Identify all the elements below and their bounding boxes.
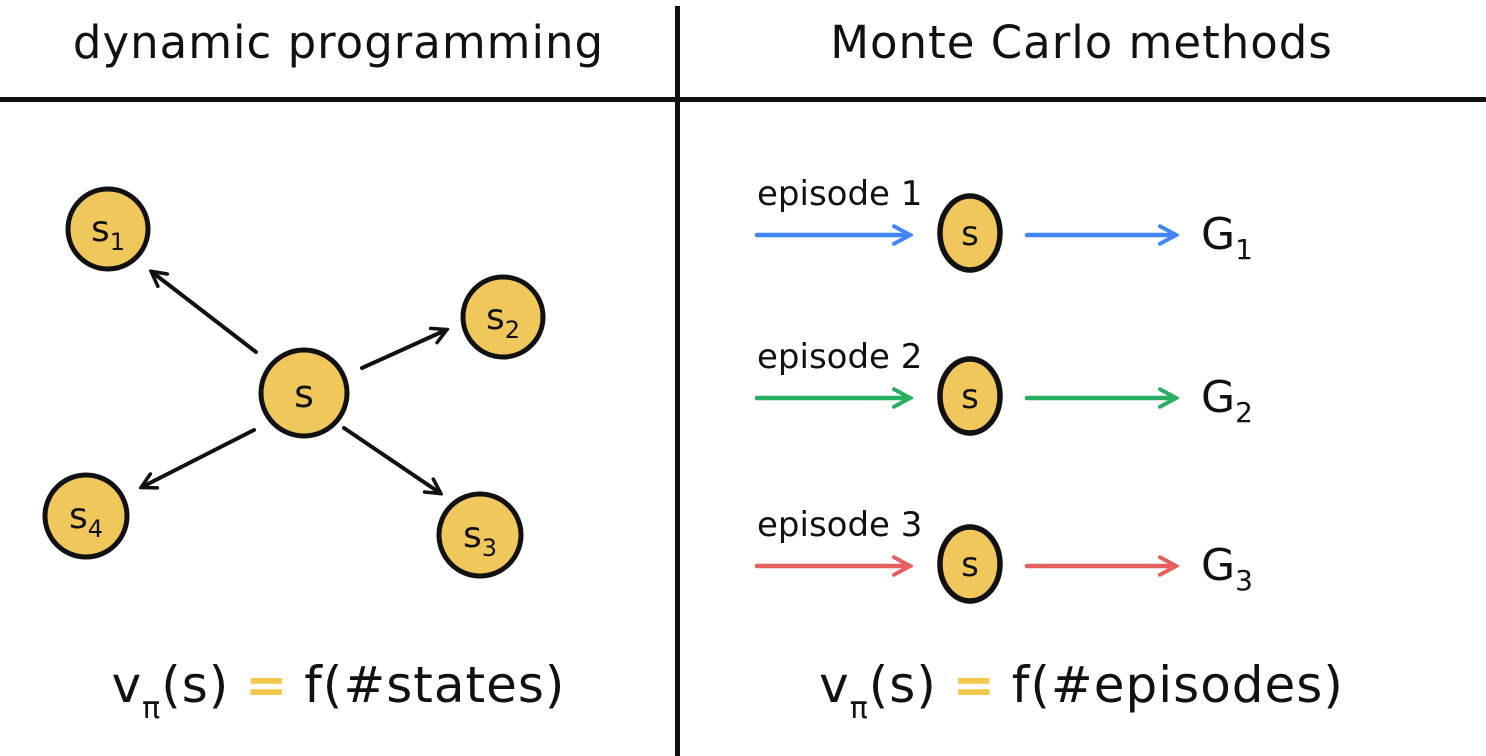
mc-value-formula: vπ(s) = f(#episodes) [677, 656, 1486, 726]
arrow-s-to-s1 [152, 272, 258, 354]
episode3-state-label: s [961, 545, 979, 585]
state-node-s4 [42, 472, 130, 560]
state-node-s2 [460, 274, 546, 360]
episode2-return-label: G2 [1201, 372, 1253, 429]
mc-episodes-diagram: episode 1 s G1 episode 2 s G2 episode 3 … [754, 174, 1253, 604]
right-panel-title: Monte Carlo methods [830, 16, 1333, 69]
arrow-s-to-s3 [342, 426, 440, 493]
episode3-return-label: G3 [1201, 540, 1253, 597]
left-panel-title: dynamic programming [72, 16, 605, 69]
dp-formula-rhs: f(#states) [304, 656, 566, 714]
episode3-state-node [937, 524, 1003, 604]
state-node-s-center-label: s [294, 372, 314, 416]
state-node-s1-label: s1 [91, 209, 125, 256]
dp-formula-pi-subscript: π [142, 691, 162, 726]
state-node-s3 [436, 491, 524, 579]
arrow-s-to-s2 [360, 330, 446, 370]
episode2-state-label: s [961, 377, 979, 417]
mc-formula-rhs: f(#episodes) [1011, 656, 1344, 714]
state-node-s2-label: s2 [486, 297, 520, 344]
panel-divider-line [675, 6, 680, 756]
mc-formula-of-s: (s) [868, 656, 937, 714]
episode1-label: episode 1 [757, 174, 922, 214]
state-node-s4-label: s4 [69, 496, 103, 543]
mc-formula-pi-subscript: π [849, 691, 869, 726]
episode2-label: episode 2 [757, 337, 922, 377]
episode1-state-label: s [961, 214, 979, 254]
dp-formula-of-s: (s) [161, 656, 230, 714]
state-node-s1 [65, 186, 151, 272]
arrow-s-to-s4 [142, 428, 256, 487]
dp-state-diagram: s1 s2 s3 s4 s [42, 186, 546, 579]
state-node-s3-label: s3 [463, 515, 497, 562]
dp-formula-v: v [111, 656, 143, 714]
episode1-state-node [937, 193, 1003, 273]
dp-formula-equals: = [245, 656, 289, 714]
dp-value-formula: vπ(s) = f(#states) [0, 656, 677, 726]
state-node-s-center [258, 347, 350, 439]
episode3-label: episode 3 [757, 505, 922, 545]
episode2-state-node [937, 356, 1003, 436]
episode1-return-label: G1 [1201, 209, 1253, 266]
mc-formula-v: v [819, 656, 850, 714]
mc-formula-equals: = [952, 656, 996, 714]
header-divider-line [0, 97, 1486, 102]
